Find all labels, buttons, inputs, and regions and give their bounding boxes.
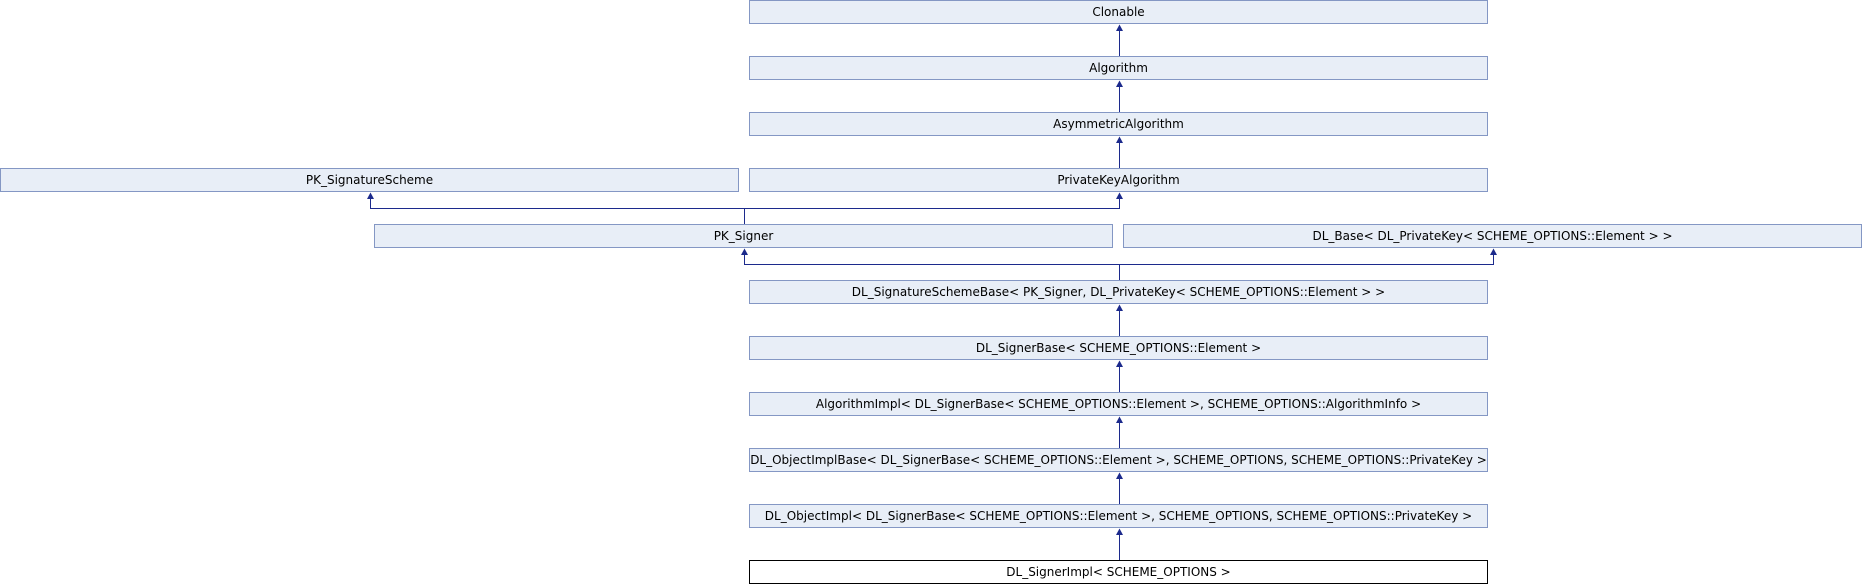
arrowhead-privkeyalg bbox=[1116, 192, 1123, 199]
class-node-pk-signature-scheme[interactable]: PK_SignatureScheme bbox=[0, 168, 739, 192]
class-node-algorithm[interactable]: Algorithm bbox=[749, 56, 1488, 80]
class-node-pk-signer[interactable]: PK_Signer bbox=[374, 224, 1113, 248]
class-node-algorithm-impl[interactable]: AlgorithmImpl< DL_SignerBase< SCHEME_OPT… bbox=[749, 392, 1488, 416]
arrowhead-pk_signer bbox=[741, 248, 748, 255]
arrowhead-dl_base bbox=[1490, 248, 1497, 255]
class-node-dl-object-impl[interactable]: DL_ObjectImpl< DL_SignerBase< SCHEME_OPT… bbox=[749, 504, 1488, 528]
arrowhead-algimpl bbox=[1116, 416, 1123, 423]
edge-dl_sigschemebase-to-pk_signer bbox=[744, 254, 1120, 280]
arrowhead-dl_signerbase bbox=[1116, 360, 1123, 367]
arrowhead-algorithm bbox=[1116, 80, 1123, 87]
class-node-asymmetric-algorithm[interactable]: AsymmetricAlgorithm bbox=[749, 112, 1488, 136]
arrowhead-dl_objimpl bbox=[1116, 528, 1123, 535]
edge-pk_signer-to-pk_sigscheme bbox=[370, 198, 745, 224]
class-node-dl-base[interactable]: DL_Base< DL_PrivateKey< SCHEME_OPTIONS::… bbox=[1123, 224, 1862, 248]
class-node-dl-signer-impl-current: DL_SignerImpl< SCHEME_OPTIONS > bbox=[749, 560, 1488, 584]
class-node-dl-object-impl-base[interactable]: DL_ObjectImplBase< DL_SignerBase< SCHEME… bbox=[749, 448, 1488, 472]
arrowhead-asymmetric bbox=[1116, 136, 1123, 143]
arrowhead-pk_sigscheme bbox=[367, 192, 374, 199]
class-node-private-key-algorithm[interactable]: PrivateKeyAlgorithm bbox=[749, 168, 1488, 192]
class-node-dl-signer-base[interactable]: DL_SignerBase< SCHEME_OPTIONS::Element > bbox=[749, 336, 1488, 360]
class-node-dl-signature-scheme-base[interactable]: DL_SignatureSchemeBase< PK_Signer, DL_Pr… bbox=[749, 280, 1488, 304]
arrowhead-dl_objimplbase bbox=[1116, 472, 1123, 479]
edge-pk_signer-to-privkeyalg bbox=[744, 198, 1120, 224]
edge-dl_sigschemebase-to-dl_base bbox=[1119, 254, 1494, 280]
class-node-clonable[interactable]: Clonable bbox=[749, 0, 1488, 24]
arrowhead-clonable bbox=[1116, 24, 1123, 31]
arrowhead-dl_sigschemebase bbox=[1116, 304, 1123, 311]
